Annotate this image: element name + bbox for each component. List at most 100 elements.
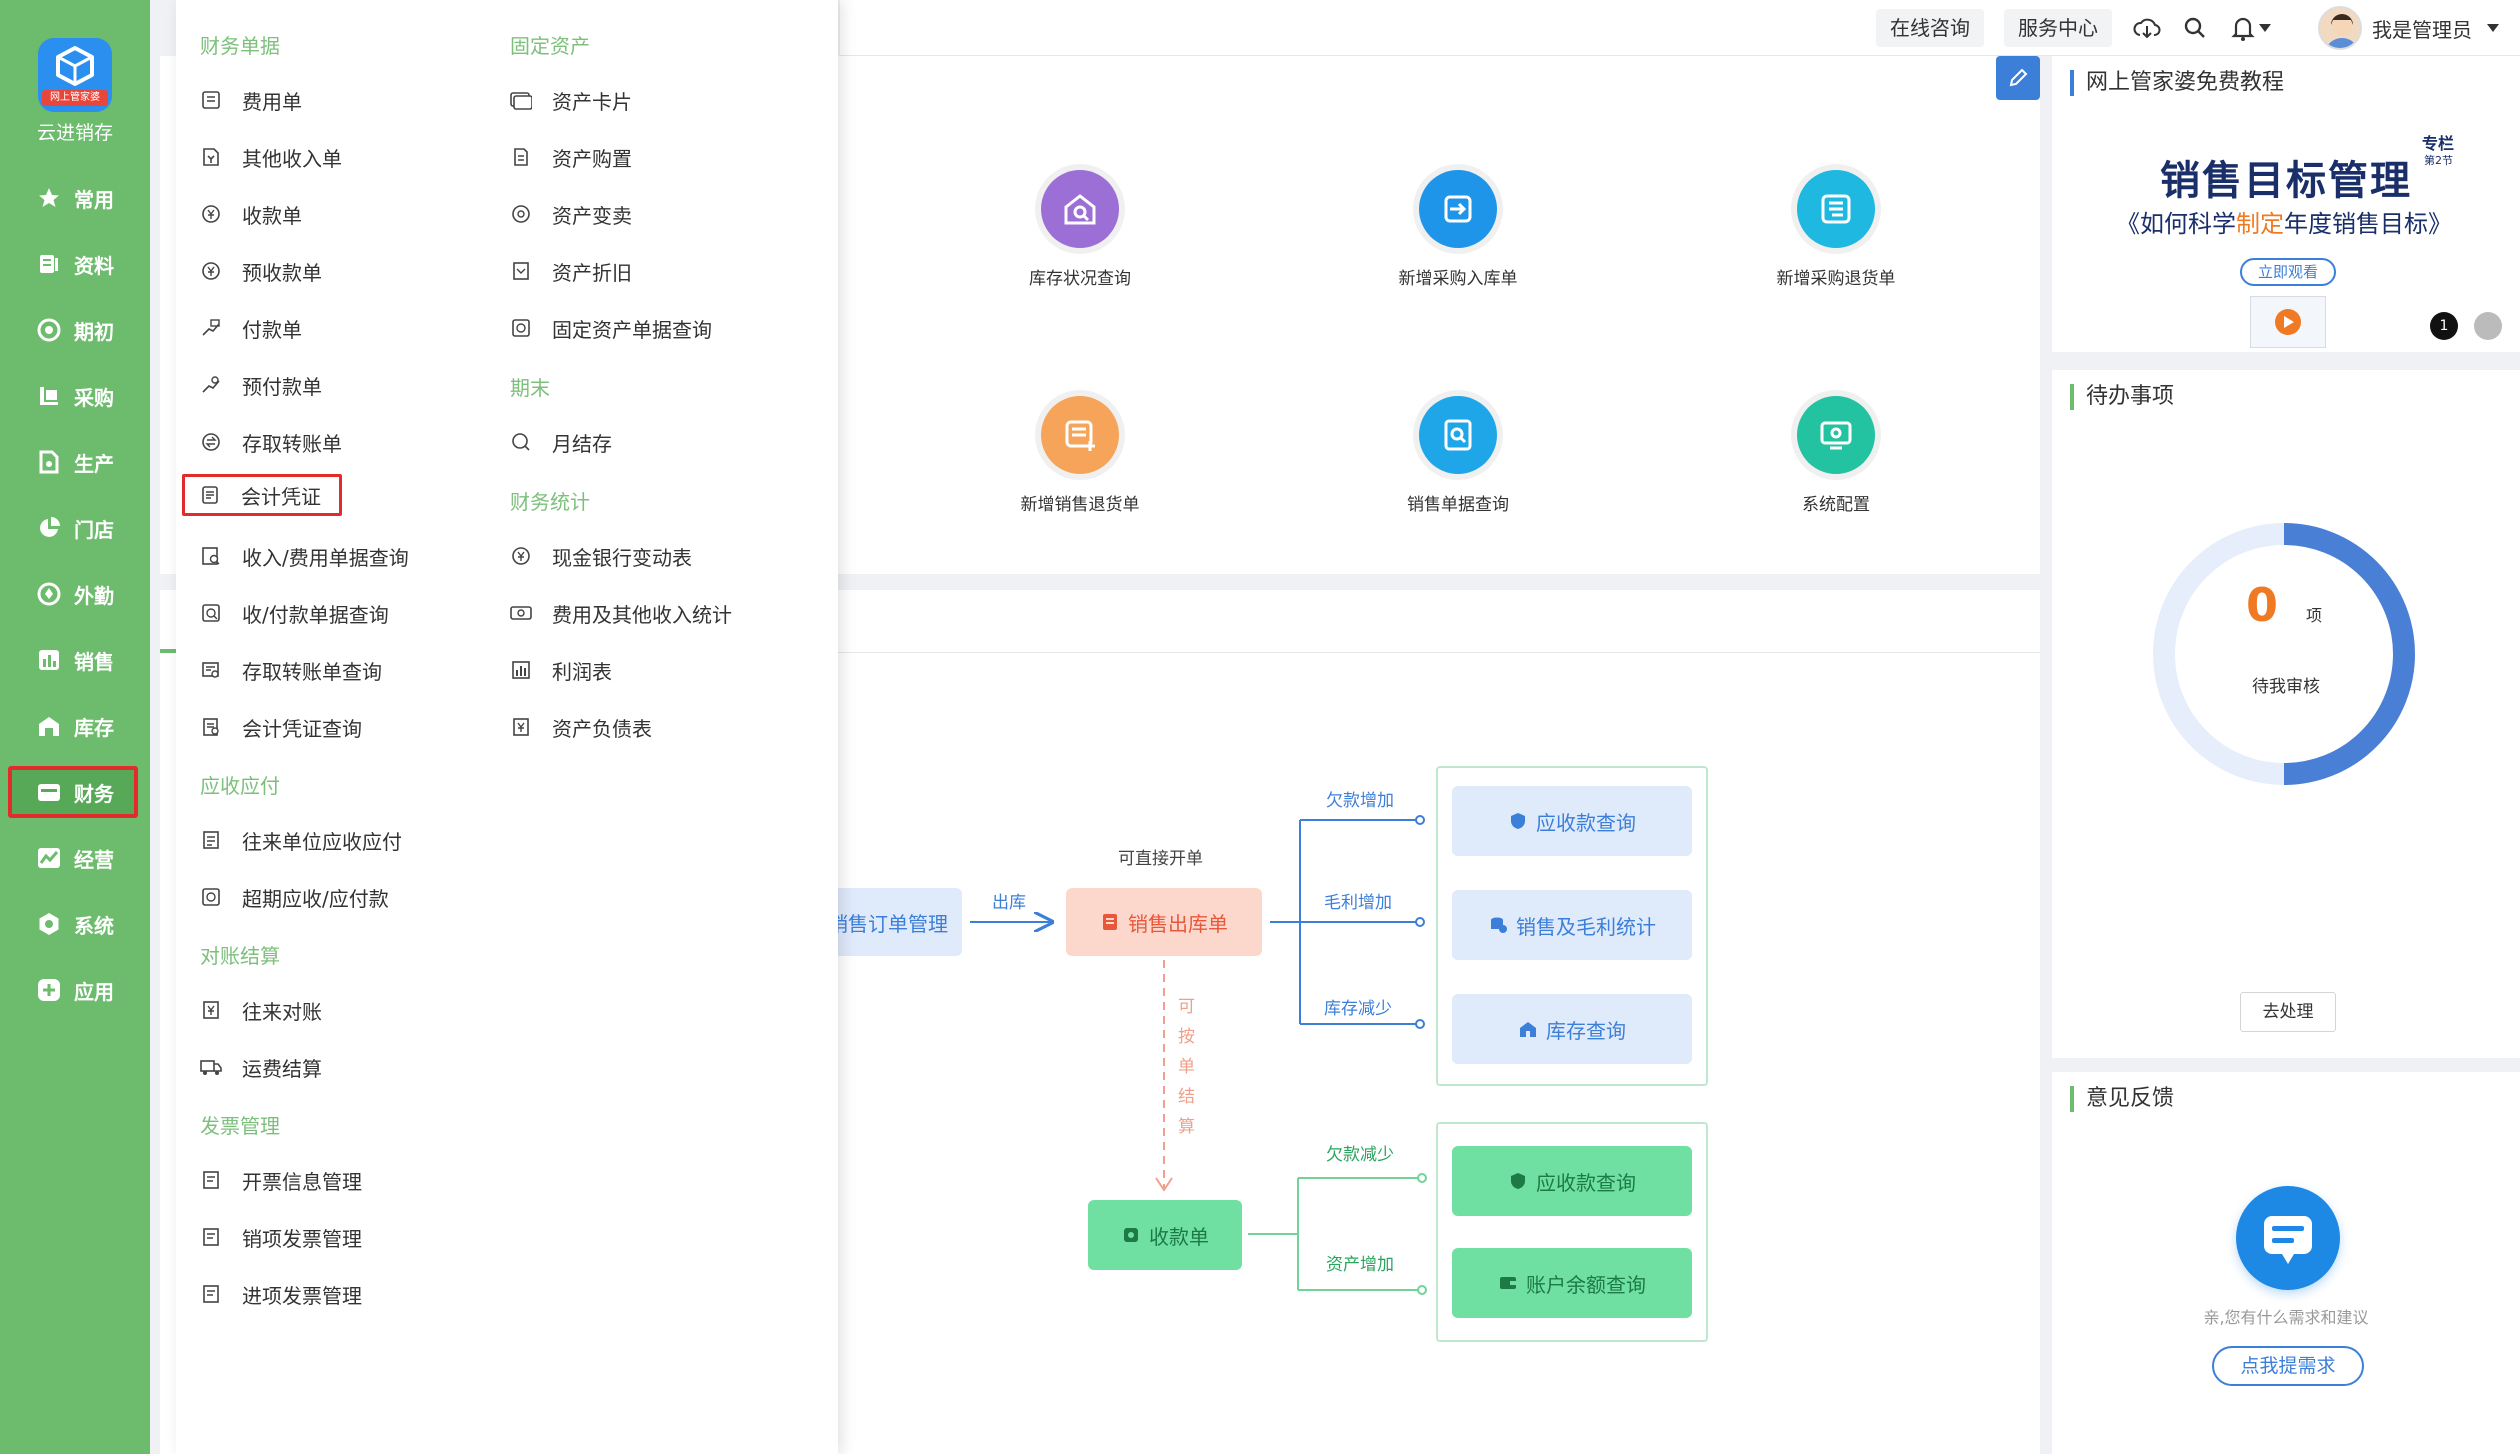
quick-action-label: 新增采购入库单: [1398, 269, 1518, 289]
receipt-node[interactable]: 收款单: [1088, 1200, 1242, 1270]
menu-item-asset-card[interactable]: 资产卡片: [510, 82, 632, 118]
sidebar-item-production[interactable]: 生产: [10, 438, 140, 486]
order-management-node[interactable]: 销售订单管理: [836, 888, 962, 956]
sidebar-item-purchase[interactable]: 采购: [10, 372, 140, 420]
stock-query-node[interactable]: 库存查询: [1452, 994, 1692, 1064]
bar-chart-icon: [36, 647, 62, 673]
subtitle-highlight: 制定: [2236, 210, 2284, 238]
quick-action-stock-query[interactable]: 库存状况查询: [960, 170, 1200, 289]
balance-query-node[interactable]: 账户余额查询: [1452, 1248, 1692, 1318]
caret-down-icon[interactable]: [2256, 13, 2274, 43]
menu-item-asset-depreciation[interactable]: 资产折旧: [510, 253, 632, 289]
margin-stats-node[interactable]: 销售及毛利统计: [1452, 890, 1692, 960]
quick-action-sales-return[interactable]: 新增销售退货单: [960, 396, 1200, 515]
menu-item-income-expense-query[interactable]: 收入/费用单据查询: [200, 538, 409, 574]
menu-item-partner-ar-ap[interactable]: 往来单位应收应付: [200, 822, 402, 858]
service-center-button[interactable]: 服务中心: [2004, 9, 2112, 47]
house-search-icon: [1041, 170, 1119, 248]
search-icon[interactable]: [2180, 13, 2210, 43]
menu-item-transfer-query[interactable]: 存取转账单查询: [200, 652, 382, 688]
menu-item-transfer[interactable]: 存取转账单: [200, 424, 342, 460]
menu-item-billing-info[interactable]: 开票信息管理: [200, 1162, 362, 1198]
menu-item-prepayment[interactable]: 预付款单: [200, 367, 322, 403]
carousel-dot[interactable]: [2474, 312, 2502, 340]
watch-now-button[interactable]: 立即观看: [2240, 258, 2336, 286]
sidebar-item-finance[interactable]: 财务: [8, 766, 138, 818]
menu-item-asset-purchase[interactable]: 资产购置: [510, 139, 632, 175]
quick-action-sales-query[interactable]: 销售单据查询: [1338, 396, 1578, 515]
flow-tab-indicator: [160, 649, 178, 653]
menu-item-cash-bank[interactable]: 现金银行变动表: [510, 538, 692, 574]
doc-search-icon: [200, 545, 222, 567]
quick-action-system-config[interactable]: 系统配置: [1716, 396, 1956, 515]
sidebar-item-common[interactable]: 常用: [10, 174, 140, 222]
caret-down-icon[interactable]: [2484, 13, 2502, 43]
menu-item-asset-sale[interactable]: 资产变卖: [510, 196, 632, 232]
section-tag: 第2节: [2424, 154, 2453, 167]
sidebar: 网上管家婆 云进销存 常用 资料 期初 采购 生产 门店 外勤 销售 库存 财务: [0, 0, 150, 1454]
sidebar-item-label: 常用: [74, 187, 114, 212]
menu-item-asset-query[interactable]: 固定资产单据查询: [510, 310, 712, 346]
sidebar-item-inventory[interactable]: 库存: [10, 702, 140, 750]
menu-item-partner-reconcile[interactable]: 往来对账: [200, 992, 322, 1028]
list-doc-icon: [200, 829, 222, 851]
doc-search-icon: [200, 659, 222, 681]
quick-action-label: 新增销售退货单: [1020, 495, 1140, 515]
menu-item-other-income[interactable]: 其他收入单: [200, 139, 342, 175]
edit-shortcuts-button[interactable]: [1996, 56, 2040, 100]
online-consult-button[interactable]: 在线咨询: [1876, 9, 1984, 47]
menu-item-label: 收入/费用单据查询: [242, 545, 409, 570]
bell-icon[interactable]: [2228, 13, 2258, 43]
quick-action-purchase-in[interactable]: 新增采购入库单: [1338, 170, 1578, 289]
sidebar-item-label: 外勤: [74, 583, 114, 608]
app-logo[interactable]: 网上管家婆: [38, 38, 112, 112]
sidebar-item-data[interactable]: 资料: [10, 240, 140, 288]
menu-item-expense[interactable]: 费用单: [200, 82, 302, 118]
menu-item-receipt-payment-query[interactable]: 收/付款单据查询: [200, 595, 389, 631]
avatar[interactable]: [2318, 6, 2362, 50]
menu-item-label: 进项发票管理: [242, 1283, 362, 1308]
ar-query-node[interactable]: 应收款查询: [1452, 786, 1692, 856]
sidebar-item-business[interactable]: 经营: [10, 834, 140, 882]
node-label: 销售出库单: [1128, 911, 1228, 936]
menu-item-monthly-close[interactable]: 月结存: [510, 424, 612, 460]
todo-desc: 待我审核: [2252, 677, 2320, 697]
sidebar-item-field[interactable]: 外勤: [10, 570, 140, 618]
menu-item-input-invoice[interactable]: 进项发票管理: [200, 1276, 362, 1312]
menu-item-freight-settlement[interactable]: 运费结算: [200, 1049, 322, 1085]
user-name[interactable]: 我是管理员: [2372, 18, 2472, 42]
sidebar-item-apps[interactable]: 应用: [10, 966, 140, 1014]
import-icon: [1419, 170, 1497, 248]
sidebar-item-system[interactable]: 系统: [10, 900, 140, 948]
menu-item-expense-income-stats[interactable]: 费用及其他收入统计: [510, 595, 732, 631]
carousel-dot-active[interactable]: 1: [2430, 312, 2458, 340]
process-button[interactable]: 去处理: [2240, 992, 2336, 1032]
feedback-card: 意见反馈 亲,您有什么需求和建议 点我提需求: [2052, 1072, 2520, 1454]
menu-item-payment[interactable]: 付款单: [200, 310, 302, 346]
sales-out-node[interactable]: 销售出库单: [1066, 888, 1262, 956]
menu-item-label: 资产折旧: [552, 260, 632, 285]
return-icon: [1797, 170, 1875, 248]
section-receivable-payable: 应收应付: [200, 774, 280, 798]
menu-item-label: 资产负债表: [552, 716, 652, 741]
menu-item-voucher-query[interactable]: 会计凭证查询: [200, 709, 362, 745]
sidebar-item-store[interactable]: 门店: [10, 504, 140, 552]
hand-pay-icon: [200, 374, 222, 396]
menu-item-advance-receipt[interactable]: 预收款单: [200, 253, 322, 289]
menu-item-accounting-voucher[interactable]: 会计凭证: [182, 474, 342, 516]
cloud-download-icon[interactable]: [2132, 13, 2162, 43]
menu-item-balance-sheet[interactable]: 资产负债表: [510, 709, 652, 745]
receipt-result-group: [1436, 1122, 1708, 1342]
menu-item-output-invoice[interactable]: 销项发票管理: [200, 1219, 362, 1255]
sidebar-item-label: 系统: [74, 913, 114, 938]
video-thumbnail[interactable]: [2250, 296, 2326, 348]
tutorial-headline[interactable]: 销售目标管理: [2160, 158, 2412, 204]
submit-request-button[interactable]: 点我提需求: [2212, 1346, 2364, 1386]
menu-item-profit-statement[interactable]: 利润表: [510, 652, 612, 688]
quick-action-purchase-return[interactable]: 新增采购退货单: [1716, 170, 1956, 289]
menu-item-overdue[interactable]: 超期应收/应付款: [200, 879, 389, 915]
menu-item-receipt[interactable]: 收款单: [200, 196, 302, 232]
sidebar-item-sales[interactable]: 销售: [10, 636, 140, 684]
sidebar-item-opening[interactable]: 期初: [10, 306, 140, 354]
ar-query-node-2[interactable]: 应收款查询: [1452, 1146, 1692, 1216]
